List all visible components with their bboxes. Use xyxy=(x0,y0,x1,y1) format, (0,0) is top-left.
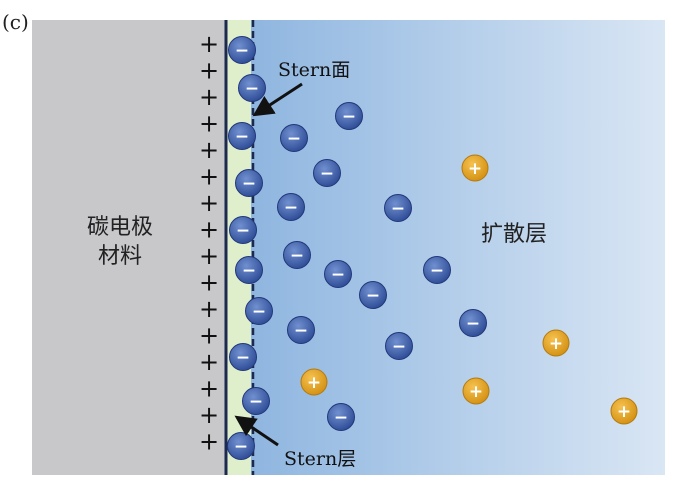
svg-text:−: − xyxy=(249,392,263,412)
svg-text:−: − xyxy=(235,41,249,61)
surface-positive-charge: + xyxy=(199,163,219,191)
surface-positive-charge: + xyxy=(199,189,219,217)
cation-icon: + xyxy=(610,397,638,425)
cation-icon: + xyxy=(300,368,328,396)
svg-text:−: − xyxy=(242,261,256,281)
svg-text:−: − xyxy=(245,79,259,99)
anion-icon: − xyxy=(227,432,255,460)
stern-plane-label: Stern面 xyxy=(278,59,350,81)
diffuse-layer-region xyxy=(251,20,665,475)
svg-text:+: + xyxy=(617,402,631,422)
anion-icon: − xyxy=(242,387,270,415)
diffuse-layer-label: 扩散层 xyxy=(481,222,547,247)
svg-text:−: − xyxy=(236,348,250,368)
anion-icon: − xyxy=(280,124,308,152)
electrode-label-line1: 碳电极 xyxy=(87,215,153,240)
anion-icon: − xyxy=(327,403,355,431)
svg-text:−: − xyxy=(320,164,334,184)
anion-icon: − xyxy=(335,102,363,130)
ions: −−−−−−−−−−−−−−−−−−−−−−−+++++ xyxy=(227,36,638,460)
svg-text:−: − xyxy=(466,314,480,334)
svg-text:−: − xyxy=(391,199,405,219)
svg-text:−: − xyxy=(252,302,266,322)
panel-label: (c) xyxy=(2,10,29,34)
anion-icon: − xyxy=(283,241,311,269)
surface-positive-charge: + xyxy=(199,428,219,456)
anion-icon: − xyxy=(313,159,341,187)
anion-icon: − xyxy=(423,256,451,284)
anion-icon: − xyxy=(229,343,257,371)
svg-text:−: − xyxy=(235,127,249,147)
svg-text:−: − xyxy=(284,198,298,218)
surface-positive-charge: + xyxy=(199,295,219,323)
surface-positive-charge: + xyxy=(199,322,219,350)
svg-text:−: − xyxy=(234,437,248,457)
surface-positive-charge: + xyxy=(199,30,219,58)
svg-text:−: − xyxy=(287,129,301,149)
anion-icon: − xyxy=(245,297,273,325)
electrode-label-line2: 材料 xyxy=(98,244,142,269)
anion-icon: − xyxy=(238,74,266,102)
anion-icon: − xyxy=(324,260,352,288)
stern-layer-label: Stern层 xyxy=(284,448,356,470)
surface-positive-charge: + xyxy=(199,110,219,138)
cation-icon: + xyxy=(461,154,489,182)
surface-charges: ++++++++++++++++ xyxy=(199,30,219,456)
anion-icon: − xyxy=(385,332,413,360)
anion-icon: − xyxy=(228,122,256,150)
anion-icon: − xyxy=(287,316,315,344)
anion-icon: − xyxy=(277,193,305,221)
svg-text:−: − xyxy=(236,221,250,241)
svg-text:−: − xyxy=(392,337,406,357)
anion-icon: − xyxy=(359,281,387,309)
svg-text:−: − xyxy=(430,261,444,281)
svg-text:−: − xyxy=(290,246,304,266)
surface-positive-charge: + xyxy=(199,216,219,244)
surface-positive-charge: + xyxy=(199,57,219,85)
cation-icon: + xyxy=(462,377,490,405)
anion-icon: − xyxy=(235,256,263,284)
anion-icon: − xyxy=(384,194,412,222)
svg-text:−: − xyxy=(294,321,308,341)
svg-text:−: − xyxy=(342,107,356,127)
svg-text:+: + xyxy=(307,373,321,393)
surface-positive-charge: + xyxy=(199,375,219,403)
surface-positive-charge: + xyxy=(199,269,219,297)
surface-positive-charge: + xyxy=(199,242,219,270)
stern-plane-arrow xyxy=(252,82,303,117)
anion-icon: − xyxy=(459,309,487,337)
svg-text:+: + xyxy=(549,334,563,354)
anion-icon: − xyxy=(235,169,263,197)
svg-text:−: − xyxy=(242,174,256,194)
svg-text:+: + xyxy=(469,382,483,402)
anion-icon: − xyxy=(229,216,257,244)
svg-text:−: − xyxy=(334,408,348,428)
anion-icon: − xyxy=(228,36,256,64)
surface-positive-charge: + xyxy=(199,83,219,111)
surface-positive-charge: + xyxy=(199,401,219,429)
svg-text:+: + xyxy=(468,159,482,179)
svg-text:−: − xyxy=(331,265,345,285)
carbon-electrode xyxy=(32,20,225,475)
surface-positive-charge: + xyxy=(199,348,219,376)
surface-positive-charge: + xyxy=(199,136,219,164)
cation-icon: + xyxy=(542,329,570,357)
svg-text:−: − xyxy=(366,286,380,306)
stern-layer-arrow xyxy=(234,415,279,447)
